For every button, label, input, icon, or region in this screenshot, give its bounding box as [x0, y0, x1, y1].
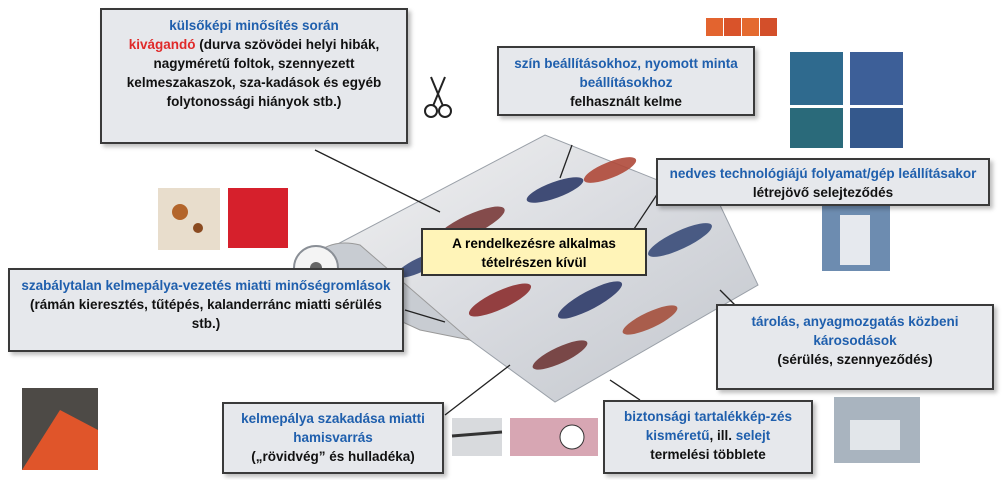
- safety-reserve-mid: , ill.: [709, 428, 736, 443]
- safety-reserve-black: termelési többlete: [650, 447, 766, 462]
- box-external-quality: külsőképi minősítés során kivágandó (dur…: [100, 8, 408, 144]
- tear-blue: kelmepálya szakadása miatti hamisvarrás: [241, 411, 425, 445]
- box-wet-process: nedves technológiájú folyamat/gép leállí…: [656, 158, 990, 206]
- tear-black: („rövidvég” és hulladéka): [251, 449, 415, 464]
- safety-reserve-blue1: biztonsági tartalékkép-zés kisméretű: [623, 409, 793, 443]
- external-quality-blue: külsőképi minősítés során: [169, 18, 339, 33]
- wet-process-blue: nedves technológiájú folyamat/gép leállí…: [669, 166, 977, 181]
- color-setting-black: felhasznált kelme: [570, 94, 682, 109]
- external-quality-rest: (durva szövödei helyi hibák, nagyméretű …: [126, 37, 382, 109]
- storage-black: (sérülés, szennyeződés): [777, 352, 933, 367]
- irregular-guiding-blue: szabálytalan kelmepálya-vezetés miatti m…: [21, 278, 391, 293]
- storage-blue: tárolás, anyagmozgatás közbeni károsodás…: [751, 314, 959, 348]
- safety-reserve-blue2: selejt: [735, 428, 771, 443]
- scissors-icon: [424, 76, 452, 118]
- seam-photo: [510, 418, 598, 456]
- center-label-line2: tételrészen kívül: [481, 255, 587, 270]
- irregular-guiding-black: (rámán kieresztés, tűtépés, kalanderránc…: [30, 297, 382, 331]
- box-storage: tárolás, anyagmozgatás közbeni károsodás…: [716, 304, 994, 390]
- external-quality-red: kivágandó: [128, 37, 196, 52]
- red-fabric-photo: [228, 188, 288, 248]
- pattern-swatch-3: [790, 108, 843, 148]
- box-color-setting: szín beállításokhoz, nyomott minta beáll…: [497, 46, 755, 116]
- box-tear: kelmepálya szakadása miatti hamisvarrás …: [222, 402, 444, 474]
- pattern-swatch-2: [850, 52, 903, 105]
- torn-fabric-photo: [452, 418, 502, 456]
- wet-process-black: létrejövő selejteződés: [752, 185, 894, 200]
- color-swatches: [706, 18, 777, 36]
- box-irregular-guiding: szabálytalan kelmepálya-vezetés miatti m…: [8, 268, 404, 352]
- pattern-swatch-1: [790, 52, 843, 105]
- box-safety-reserve: biztonsági tartalékkép-zés kisméretű, il…: [603, 400, 813, 474]
- center-label-line1: A rendelkezésre alkalmas: [452, 236, 616, 251]
- color-setting-blue: szín beállításokhoz, nyomott minta beáll…: [514, 56, 738, 90]
- pattern-swatch-4: [850, 108, 903, 148]
- center-label: A rendelkezésre alkalmas tételrészen kív…: [421, 228, 647, 276]
- stain-photo: [158, 188, 220, 250]
